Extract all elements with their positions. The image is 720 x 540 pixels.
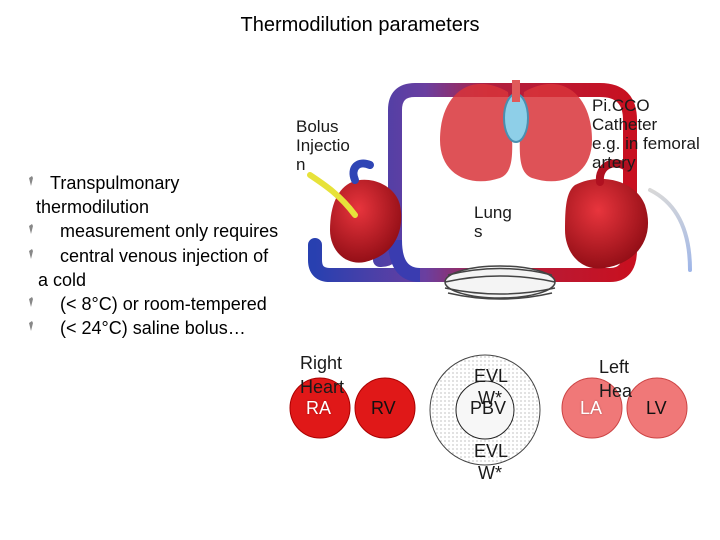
rv-chamber — [354, 377, 416, 439]
la-label: LA — [580, 398, 603, 418]
lungs-icon — [440, 80, 592, 182]
bullet-item: Transpulmonary — [28, 171, 328, 195]
la-chamber — [561, 377, 623, 439]
left-heart-label: Left Hea — [599, 357, 633, 401]
pbv-label: PBV — [470, 398, 507, 418]
rv-label: RV — [371, 398, 396, 418]
bullet-icon — [29, 321, 33, 332]
bullet-icon — [29, 176, 33, 186]
evlw-top-label: EVL W* — [474, 366, 509, 408]
left-heart-icon — [565, 159, 649, 269]
bullet-list: Transpulmonary thermodilution measuremen… — [28, 171, 328, 340]
page-title: Thermodilution parameters — [240, 14, 480, 36]
bullet-item: (< 8°C) or room-tempered — [28, 292, 328, 316]
bullet-item: (< 24°C) saline bolus… — [28, 316, 328, 340]
bolus-injection-line — [307, 172, 358, 218]
lungs-label: Lung s — [474, 203, 512, 241]
bullet-icon — [29, 248, 33, 259]
capillary-bed-icon — [444, 265, 556, 300]
ra-chamber — [289, 377, 351, 439]
picco-catheter-label: Pi.CCO Catheter e.g. in femoral artery — [592, 96, 700, 172]
right-heart-icon — [330, 159, 402, 263]
bullet-icon — [29, 224, 33, 235]
bolus-injection-label: Bolus Injectio n — [296, 117, 350, 174]
bullet-item: a cold — [38, 269, 87, 290]
bullet-item: measurement only requires — [28, 219, 328, 243]
evlw-bottom-label: EVL W* — [474, 441, 509, 483]
bullet-item: thermodilution — [36, 197, 150, 218]
bullet-icon — [29, 297, 33, 308]
bullet-item: central venous injection of — [28, 244, 328, 268]
picco-catheter-line — [648, 188, 692, 272]
lv-chamber — [626, 377, 688, 439]
right-heart-label: Right Heart — [300, 353, 345, 397]
ra-label: RA — [306, 398, 332, 418]
lv-label: LV — [646, 398, 667, 418]
